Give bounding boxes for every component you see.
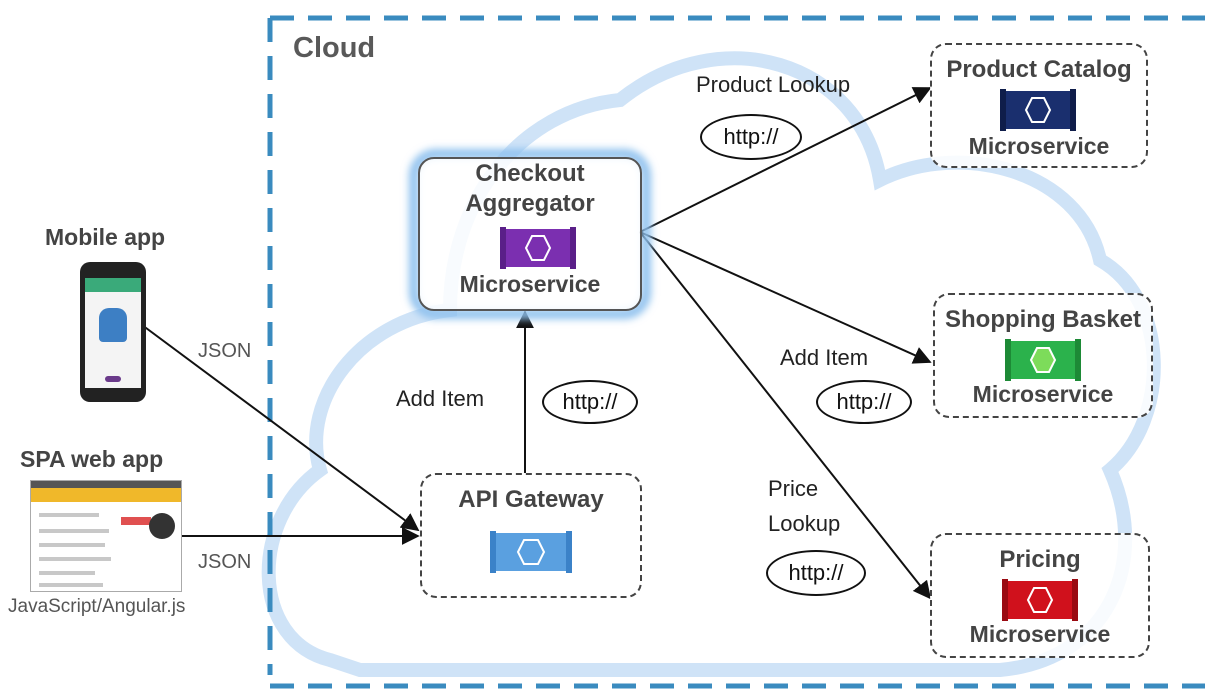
shopping-basket-node: Shopping Basket Microservice (933, 293, 1153, 418)
checkout-aggregator-node: Checkout Aggregator Microservice (418, 157, 642, 311)
product-catalog-icon (1000, 89, 1076, 131)
aggregator-title-line2: Aggregator (465, 190, 595, 217)
aggregator-glow (409, 149, 651, 319)
arrow-aggregator-to-basket (639, 231, 932, 364)
basket-add-item-label: Add Item (780, 345, 869, 370)
basket-http-pill: http:// (816, 380, 912, 424)
product-lookup-http-pill: http:// (700, 114, 802, 160)
spa-browser-image (30, 480, 182, 592)
arrow-aggregator-to-catalog (639, 87, 932, 233)
gateway-http-pill: http:// (542, 380, 638, 424)
pricing-title: Pricing (999, 546, 1081, 573)
price-lookup-label-line2: Lookup (768, 511, 841, 536)
mobile-phone-image (80, 262, 146, 402)
spa-web-app-title: SPA web app (20, 446, 164, 472)
shopping-basket-title: Shopping Basket (944, 306, 1142, 333)
aggregator-microservice-icon (500, 227, 576, 269)
aggregator-title-line1: Checkout (475, 160, 585, 187)
gateway-add-item-label: Add Item (396, 386, 485, 411)
pricing-icon (1002, 579, 1078, 621)
cloud-shape (261, 51, 1161, 677)
product-lookup-label: Product Lookup (696, 72, 851, 97)
mobile-json-label: JSON (198, 340, 252, 362)
api-gateway-node: API Gateway (420, 473, 642, 598)
spa-json-label: JSON (198, 551, 252, 573)
pricing-subtitle: Microservice (969, 621, 1111, 647)
price-lookup-label-line1: Price (768, 476, 819, 501)
mobile-app-title: Mobile app (45, 224, 166, 250)
pricing-node: Pricing Microservice (930, 533, 1150, 658)
product-catalog-title: Product Catalog (946, 56, 1132, 83)
arrow-aggregator-to-pricing (639, 231, 932, 600)
product-catalog-node: Product Catalog Microservice (930, 43, 1148, 168)
shopping-basket-subtitle: Microservice (972, 381, 1114, 407)
api-gateway-icon (490, 531, 572, 573)
aggregator-subtitle: Microservice (459, 271, 601, 297)
arrow-mobile-to-gateway (137, 321, 420, 532)
shopping-basket-icon (1005, 339, 1081, 381)
cloud-title: Cloud (293, 32, 376, 64)
spa-tech-label: JavaScript/Angular.js (8, 596, 186, 617)
api-gateway-title: API Gateway (458, 486, 604, 513)
product-catalog-subtitle: Microservice (968, 133, 1110, 159)
price-lookup-http-pill: http:// (766, 550, 866, 596)
